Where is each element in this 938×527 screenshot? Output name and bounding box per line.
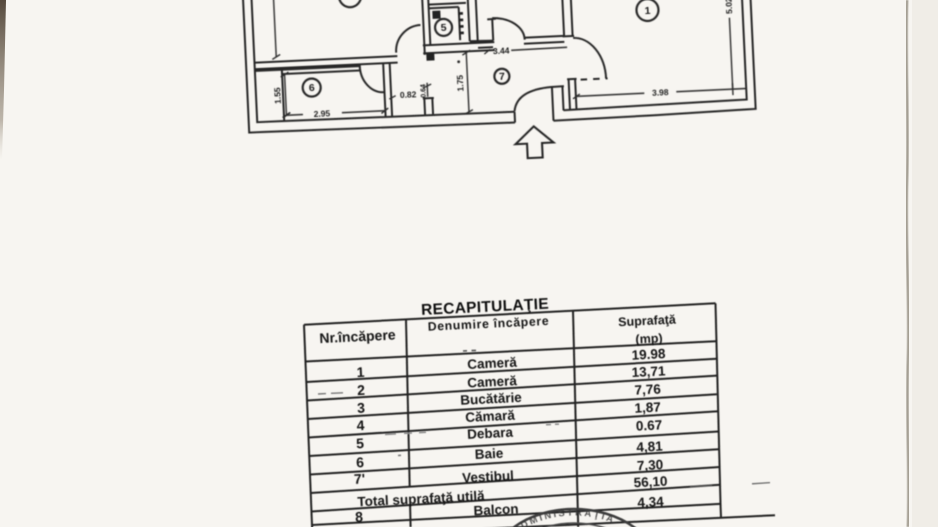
svg-text:Cămară: Cămară xyxy=(465,408,516,425)
svg-text:7': 7' xyxy=(354,470,366,487)
svg-text:1: 1 xyxy=(356,364,365,380)
svg-text:Nr.încăpere: Nr.încăpere xyxy=(319,326,396,346)
svg-text:3.44: 3.44 xyxy=(493,45,510,56)
svg-text:2: 2 xyxy=(357,382,366,398)
svg-text:Bucătărie: Bucătărie xyxy=(460,390,523,408)
svg-text:4: 4 xyxy=(356,417,365,433)
svg-text:4,81: 4,81 xyxy=(636,439,663,455)
svg-text:Total suprafaţă utilă: Total suprafaţă utilă xyxy=(357,488,485,509)
svg-text:0.82: 0.82 xyxy=(400,89,417,100)
svg-text:7,76: 7,76 xyxy=(634,381,661,397)
svg-text:56,10: 56,10 xyxy=(633,474,667,491)
svg-text:RECAPITULAŢIE: RECAPITULAŢIE xyxy=(421,296,550,319)
svg-text:1.75: 1.75 xyxy=(455,74,466,91)
svg-text:3: 3 xyxy=(357,400,366,416)
svg-text:1.55: 1.55 xyxy=(272,87,283,104)
svg-text:5: 5 xyxy=(356,435,365,451)
svg-text:4,34: 4,34 xyxy=(637,494,664,510)
svg-text:6: 6 xyxy=(309,82,316,94)
svg-text:0.64: 0.64 xyxy=(420,84,428,98)
svg-text:Balcon: Balcon xyxy=(473,501,519,518)
svg-text:1: 1 xyxy=(644,5,651,17)
svg-text:Suprafaţă: Suprafaţă xyxy=(618,312,677,329)
svg-text:Baie: Baie xyxy=(474,446,504,462)
svg-text:1,87: 1,87 xyxy=(634,399,661,415)
svg-text:2.95: 2.95 xyxy=(313,108,330,119)
svg-text:5: 5 xyxy=(440,22,447,34)
svg-text:7: 7 xyxy=(499,71,506,83)
svg-text:Cameră: Cameră xyxy=(467,355,518,372)
svg-text:5.02: 5.02 xyxy=(723,0,734,14)
svg-text:7,30: 7,30 xyxy=(637,457,664,473)
svg-text:Denumire încăpere: Denumire încăpere xyxy=(427,314,549,334)
svg-text:3.98: 3.98 xyxy=(652,87,669,98)
svg-text:Vestibul: Vestibul xyxy=(462,468,514,486)
svg-text:13,71: 13,71 xyxy=(631,363,666,380)
svg-text:0.67: 0.67 xyxy=(636,417,663,433)
svg-text:6: 6 xyxy=(356,454,365,470)
svg-text:19.98: 19.98 xyxy=(631,346,666,363)
svg-text:Cameră: Cameră xyxy=(467,373,518,390)
svg-text:(mp): (mp) xyxy=(635,331,663,346)
svg-text:8: 8 xyxy=(355,509,364,525)
svg-text:Debara: Debara xyxy=(467,425,514,442)
